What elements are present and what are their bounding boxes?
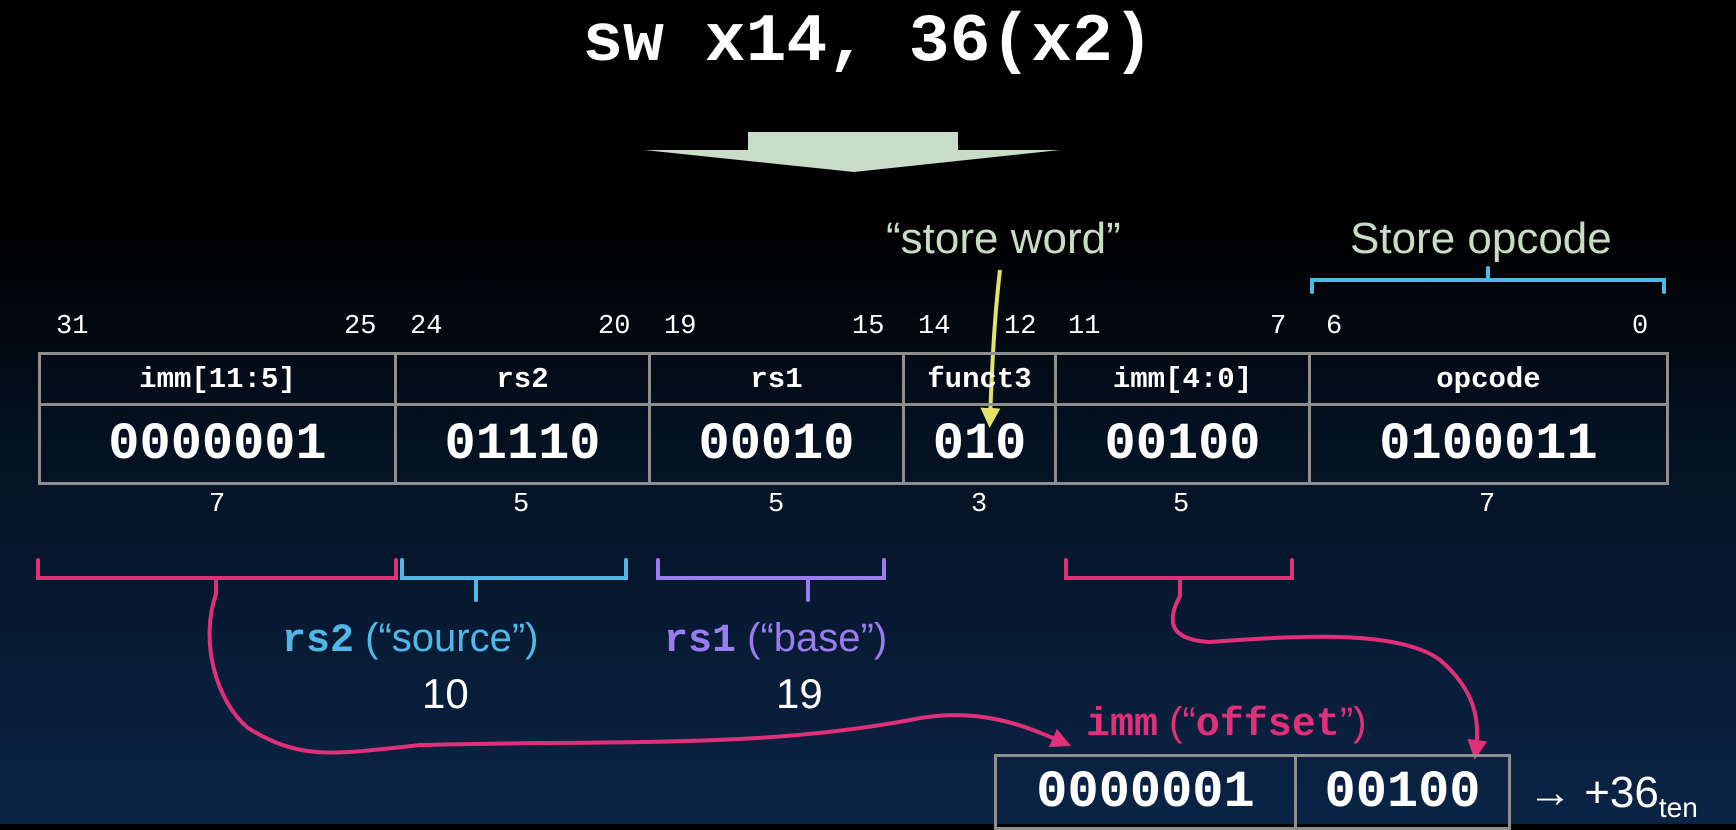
rs1-register-number: 19 bbox=[776, 670, 823, 717]
immediate-result: → +36ten bbox=[1528, 768, 1698, 824]
bit-15: 15 bbox=[852, 312, 885, 342]
right-arrow-icon: → bbox=[1528, 768, 1572, 817]
store-opcode-brace bbox=[1310, 266, 1666, 294]
field-value-rs2: 01110 bbox=[394, 403, 651, 485]
field-name-imm-high: imm[11:5] bbox=[38, 352, 397, 406]
rs1-label-mono: rs1 bbox=[664, 619, 737, 664]
bit-0: 0 bbox=[1632, 312, 1649, 342]
bit-20: 20 bbox=[598, 312, 631, 342]
instruction-format-table: imm[11:5] rs2 rs1 funct3 imm[4:0] opcode… bbox=[38, 352, 1669, 485]
rs2-label: rs2 (“source”) bbox=[282, 616, 538, 664]
width-imm-high: 7 bbox=[209, 490, 226, 520]
imm-label-close: ”) bbox=[1339, 700, 1367, 744]
width-funct3: 3 bbox=[971, 490, 988, 520]
rs1-label-desc: (“base”) bbox=[736, 616, 888, 660]
width-rs1: 5 bbox=[768, 490, 785, 520]
field-value-funct3: 010 bbox=[902, 403, 1057, 485]
rs1-label: rs1 (“base”) bbox=[664, 616, 887, 664]
width-imm-low: 5 bbox=[1173, 490, 1190, 520]
bit-25: 25 bbox=[344, 312, 377, 342]
result-value: +36 bbox=[1584, 768, 1659, 817]
bit-24: 24 bbox=[410, 312, 443, 342]
immediate-high: 0000001 bbox=[994, 754, 1297, 830]
immediate-table: 0000001 00100 bbox=[994, 754, 1511, 830]
field-value-imm-low: 00100 bbox=[1054, 403, 1311, 485]
bit-14: 14 bbox=[918, 312, 951, 342]
store-opcode-label: Store opcode bbox=[1350, 214, 1612, 263]
result-subscript: ten bbox=[1658, 791, 1698, 823]
bit-12: 12 bbox=[1004, 312, 1037, 342]
instruction-title: sw x14, 36(x2) bbox=[582, 4, 1154, 81]
imm-label-open: (“ bbox=[1158, 700, 1196, 744]
imm-low-arrow bbox=[1170, 595, 1488, 760]
imm-low-brace bbox=[1064, 558, 1294, 598]
width-rs2: 5 bbox=[513, 490, 530, 520]
rs1-brace bbox=[656, 558, 886, 602]
rs2-brace bbox=[400, 558, 628, 602]
field-value-rs1: 00010 bbox=[648, 403, 905, 485]
immediate-low: 00100 bbox=[1294, 754, 1511, 830]
field-value-imm-high: 0000001 bbox=[38, 403, 397, 485]
field-name-rs2: rs2 bbox=[394, 352, 651, 406]
imm-label: imm (“offset”) bbox=[1086, 700, 1366, 748]
bit-19: 19 bbox=[664, 312, 697, 342]
width-opcode: 7 bbox=[1479, 490, 1496, 520]
field-name-funct3: funct3 bbox=[902, 352, 1057, 406]
field-name-rs1: rs1 bbox=[648, 352, 905, 406]
imm-high-brace bbox=[36, 558, 398, 596]
field-name-opcode: opcode bbox=[1308, 352, 1669, 406]
down-arrow-icon bbox=[644, 132, 1060, 172]
rs2-register-number: 10 bbox=[422, 670, 469, 717]
field-name-imm-low: imm[4:0] bbox=[1054, 352, 1311, 406]
imm-high-arrow bbox=[207, 593, 1072, 755]
rs2-label-desc: (“source”) bbox=[354, 616, 539, 660]
imm-label-offset: offset bbox=[1195, 703, 1340, 748]
bit-11: 11 bbox=[1068, 312, 1101, 342]
field-value-opcode: 0100011 bbox=[1308, 403, 1669, 485]
imm-label-mono: imm bbox=[1086, 703, 1159, 748]
store-word-label: “store word” bbox=[886, 214, 1121, 263]
bit-7: 7 bbox=[1270, 312, 1287, 342]
bit-6: 6 bbox=[1326, 312, 1343, 342]
bit-31: 31 bbox=[56, 312, 89, 342]
rs2-label-mono: rs2 bbox=[282, 619, 355, 664]
